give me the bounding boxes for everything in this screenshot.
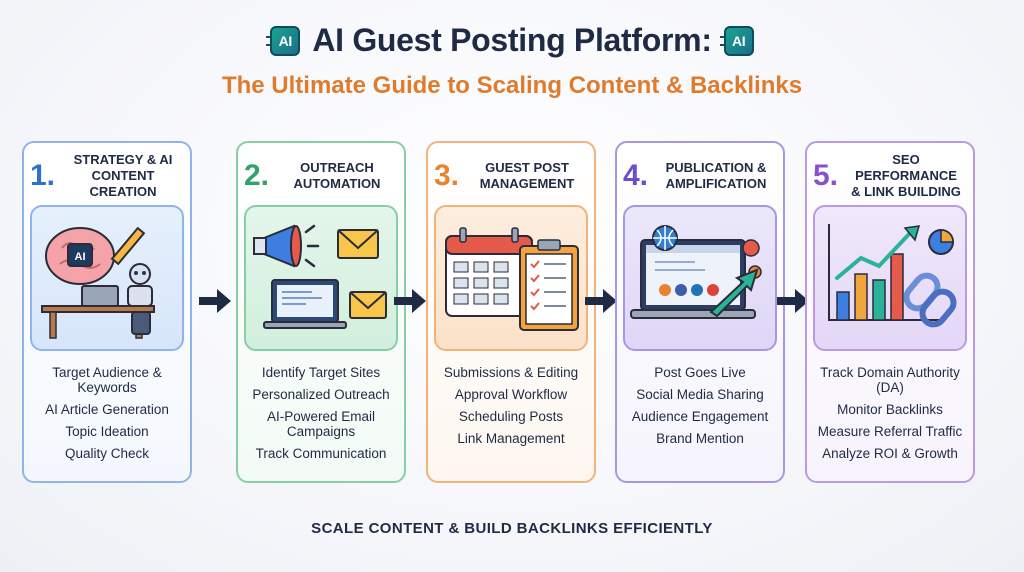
arrow-right-icon (199, 289, 231, 313)
ai-chip-icon: AI (719, 25, 754, 56)
list-item: Topic Ideation (65, 424, 149, 439)
list-item: Monitor Backlinks (837, 402, 943, 417)
svg-text:AI: AI (75, 251, 86, 263)
step-header: 5. SEO PERFORMANCE& LINK BUILDING (813, 151, 969, 201)
step-title: PUBLICATION &AMPLIFICATION (665, 160, 767, 191)
step-card-publication: 4. PUBLICATION &AMPLIFICATION Post Goes … (615, 141, 785, 483)
step-number: 4. (623, 159, 649, 192)
list-item: AI Article Generation (45, 402, 169, 417)
page-subtitle: The Ultimate Guide to Scaling Content & … (221, 72, 803, 99)
footer-tagline: SCALE CONTENT & BUILD BACKLINKS EFFICIEN… (311, 520, 713, 537)
list-item: Submissions & Editing (443, 365, 579, 380)
list-item: Identify Target Sites (261, 365, 381, 380)
list-item: Audience Engagement (631, 409, 769, 424)
list-item: Analyze ROI & Growth (822, 446, 958, 461)
megaphone-email-icon (244, 205, 398, 351)
step-number: 2. (244, 159, 270, 192)
ai-brain-robot-icon: AI (30, 205, 184, 351)
list-item: AI-Powered Email Campaigns (266, 409, 376, 439)
step-number: 5. (813, 159, 839, 192)
list-item: Personalized Outreach (252, 387, 390, 402)
page-title: AI Guest Posting Platform: (312, 22, 712, 58)
step-items: Submissions & Editing Approval Workflow … (432, 365, 590, 453)
list-item: Track Domain Authority (DA) (820, 365, 960, 395)
step-items: Identify Target Sites Personalized Outre… (242, 365, 400, 468)
list-item: Link Management (457, 431, 565, 446)
step-header: 4. PUBLICATION &AMPLIFICATION (623, 151, 779, 201)
list-item: Measure Referral Traffic (817, 424, 963, 439)
list-item: Post Goes Live (654, 365, 746, 380)
laptop-social-icon (623, 205, 777, 351)
step-number: 1. (30, 159, 56, 192)
page-title-row: AI AI Guest Posting Platform: AI (0, 22, 1024, 59)
arrow-right-icon (777, 289, 809, 313)
list-item: Track Communication (255, 446, 387, 461)
arrow-right-icon (585, 289, 617, 313)
list-item: Target Audience & Keywords (52, 365, 162, 395)
step-items: Target Audience & Keywords AI Article Ge… (28, 365, 186, 468)
chart-chain-link-icon (813, 205, 967, 351)
step-card-seo: 5. SEO PERFORMANCE& LINK BUILDING Track … (805, 141, 975, 483)
list-item: Brand Mention (656, 431, 744, 446)
list-item: Approval Workflow (454, 387, 568, 402)
list-item: Social Media Sharing (636, 387, 764, 402)
list-item: Scheduling Posts (458, 409, 564, 424)
step-items: Post Goes Live Social Media Sharing Audi… (621, 365, 779, 453)
step-title: SEO PERFORMANCE& LINK BUILDING (851, 152, 961, 199)
step-number: 3. (434, 159, 460, 192)
ai-chip-icon: AI (266, 25, 301, 56)
calendar-checklist-icon (434, 205, 588, 351)
list-item: Quality Check (64, 446, 150, 461)
arrow-right-icon (394, 289, 426, 313)
step-items: Track Domain Authority (DA) Monitor Back… (811, 365, 969, 468)
